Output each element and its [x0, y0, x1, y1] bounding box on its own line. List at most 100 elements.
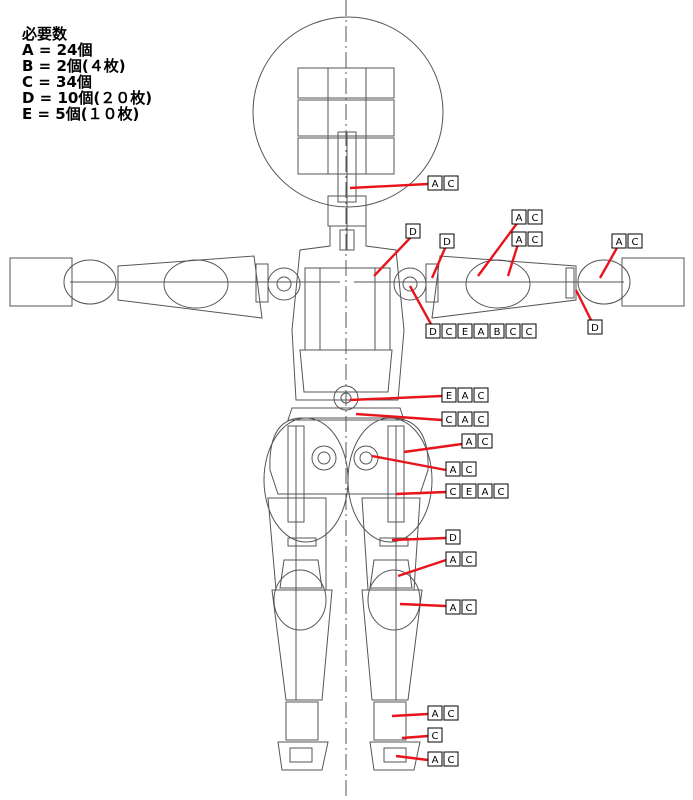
part-label: C	[526, 327, 533, 338]
requirement-line-a: A = 24個	[22, 41, 93, 59]
leader-line-waist	[349, 394, 443, 402]
part-label: A	[432, 179, 439, 190]
part-label: A	[466, 437, 473, 448]
leader-line-wrist	[598, 245, 620, 279]
waist-joint-core	[340, 392, 352, 404]
part-box	[441, 387, 457, 403]
calf-right	[361, 589, 423, 701]
part-label: D	[429, 327, 437, 338]
forearm-left	[117, 255, 263, 319]
figure-outline	[9, 0, 685, 800]
leader-line-knee-d	[391, 536, 447, 542]
part-box	[489, 323, 505, 339]
part-label: C	[466, 555, 473, 566]
part-box	[477, 483, 493, 499]
calf-right-ellipse	[367, 569, 421, 631]
part-box	[461, 433, 477, 449]
part-box	[445, 551, 461, 567]
torso-inner	[304, 267, 391, 351]
part-label: A	[516, 235, 523, 246]
calf-left	[271, 589, 333, 701]
part-box	[527, 231, 543, 247]
part-box	[461, 461, 477, 477]
knee-right-block	[369, 559, 413, 589]
part-label: C	[532, 213, 539, 224]
head-outline	[252, 16, 444, 208]
callout-shoulder-d-a: D	[405, 223, 421, 239]
part-box	[527, 209, 543, 225]
part-box	[441, 411, 457, 427]
shin-left-upper	[267, 497, 327, 591]
leader-line-thigh-lower	[395, 490, 447, 496]
part-box	[505, 323, 521, 339]
leader-line-knee	[397, 558, 447, 578]
requirement-line-e: E = 5個(１０枚)	[22, 105, 140, 123]
part-box	[443, 751, 459, 767]
part-label: C	[482, 437, 489, 448]
requirements-title: 必要数	[22, 25, 68, 43]
part-label: A	[432, 709, 439, 720]
hip-left-joint	[311, 445, 337, 471]
knee-left-plate	[287, 537, 317, 547]
shoulder-right-core	[402, 276, 418, 292]
knee-right-plate	[379, 537, 409, 547]
leader-line-ankle	[391, 712, 429, 718]
part-box	[611, 233, 627, 249]
part-box	[587, 319, 603, 335]
leader-line-upper-arm-top-b	[506, 243, 520, 277]
part-box	[473, 411, 489, 427]
part-label: C	[446, 327, 453, 338]
forearm-right-ellipse	[465, 259, 531, 309]
forearm-right	[431, 255, 577, 319]
shoulder-right-joint	[393, 267, 427, 301]
part-label: D	[443, 237, 451, 248]
part-box	[443, 705, 459, 721]
calf-left-ellipse	[273, 569, 327, 631]
hip-right-joint	[353, 445, 379, 471]
forearm-left-ellipse	[163, 259, 229, 309]
leader-line-shoulder-d-b	[430, 245, 448, 279]
part-box	[461, 599, 477, 615]
part-box	[461, 551, 477, 567]
part-box	[427, 175, 443, 191]
part-label: A	[478, 327, 485, 338]
hand-right-block	[621, 257, 685, 307]
part-box	[473, 387, 489, 403]
neck-socket	[339, 229, 355, 251]
part-label: A	[616, 237, 623, 248]
hand-left-block	[9, 257, 73, 307]
hip-right-core	[359, 451, 373, 465]
part-box	[457, 323, 473, 339]
part-box	[441, 323, 457, 339]
part-label: D	[591, 323, 599, 334]
leader-line-wrist-d	[574, 289, 594, 323]
part-label: A	[432, 755, 439, 766]
callout-leader-lines	[349, 182, 620, 762]
leader-line-upper-arm-top-a	[477, 221, 519, 277]
part-label: E	[446, 391, 452, 402]
part-box	[439, 233, 455, 249]
part-box	[493, 483, 509, 499]
part-label: D	[409, 227, 417, 238]
part-box	[425, 323, 441, 339]
leader-line-neck	[349, 182, 429, 190]
part-label: C	[466, 465, 473, 476]
hip-left-core	[317, 451, 331, 465]
callout-foot-c: C	[427, 727, 443, 743]
part-box	[457, 411, 473, 427]
part-label: A	[450, 555, 457, 566]
leader-line-thigh-upper	[403, 442, 463, 454]
leader-line-foot-c	[401, 734, 429, 740]
part-box	[445, 461, 461, 477]
part-label: A	[462, 391, 469, 402]
